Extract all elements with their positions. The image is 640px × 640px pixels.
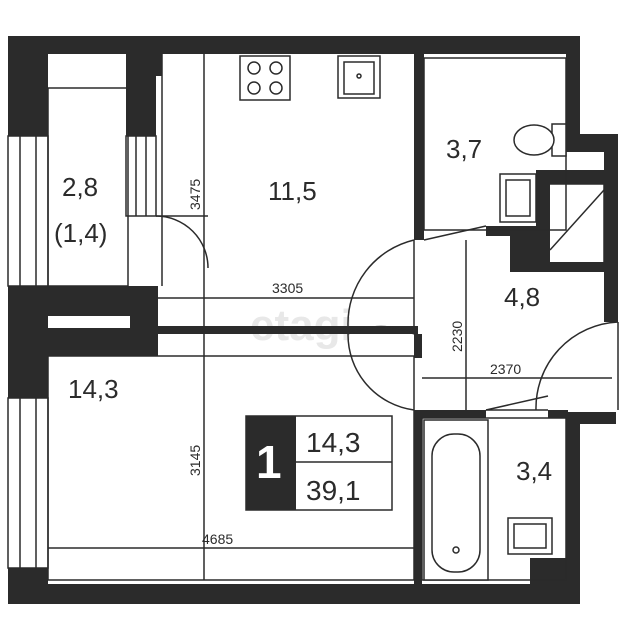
summary-badge: 1 14,3 39,1 (245, 415, 393, 511)
balcony-area-label: 2,8 (62, 172, 98, 202)
bathroom-sink-icon (507, 517, 553, 555)
toilet-area-label: 3,7 (446, 134, 482, 164)
total-area-value: 39,1 (306, 475, 361, 506)
kitchen-sink-icon (337, 55, 381, 99)
kitchen-depth-label: 3475 (187, 179, 203, 210)
dimension-lines (48, 54, 612, 580)
fixtures (239, 55, 567, 581)
kitchen-area-label: 11,5 (268, 176, 317, 206)
doors (155, 215, 619, 411)
stove-icon (239, 55, 291, 101)
hand-sink-icon (499, 173, 537, 223)
bathtub-icon (423, 419, 489, 581)
hall-depth-label: 2230 (449, 321, 465, 352)
kitchen-width-label: 3305 (272, 280, 303, 296)
watermark: etagi (250, 301, 353, 350)
balcony-reduced-area-label: (1,4) (54, 218, 107, 248)
living-area-value: 14,3 (306, 427, 361, 458)
room-count: 1 (256, 436, 282, 488)
walls (8, 36, 618, 604)
bedroom-depth-label: 3145 (187, 445, 203, 476)
hall-width-label: 2370 (490, 361, 521, 377)
bathroom-area-label: 3,4 (516, 456, 552, 486)
toilet-icon (513, 123, 567, 157)
hall-area-label: 4,8 (504, 282, 540, 312)
bedroom-area-label: 14,3 (68, 374, 119, 404)
bedroom-width-label: 4685 (202, 531, 233, 547)
